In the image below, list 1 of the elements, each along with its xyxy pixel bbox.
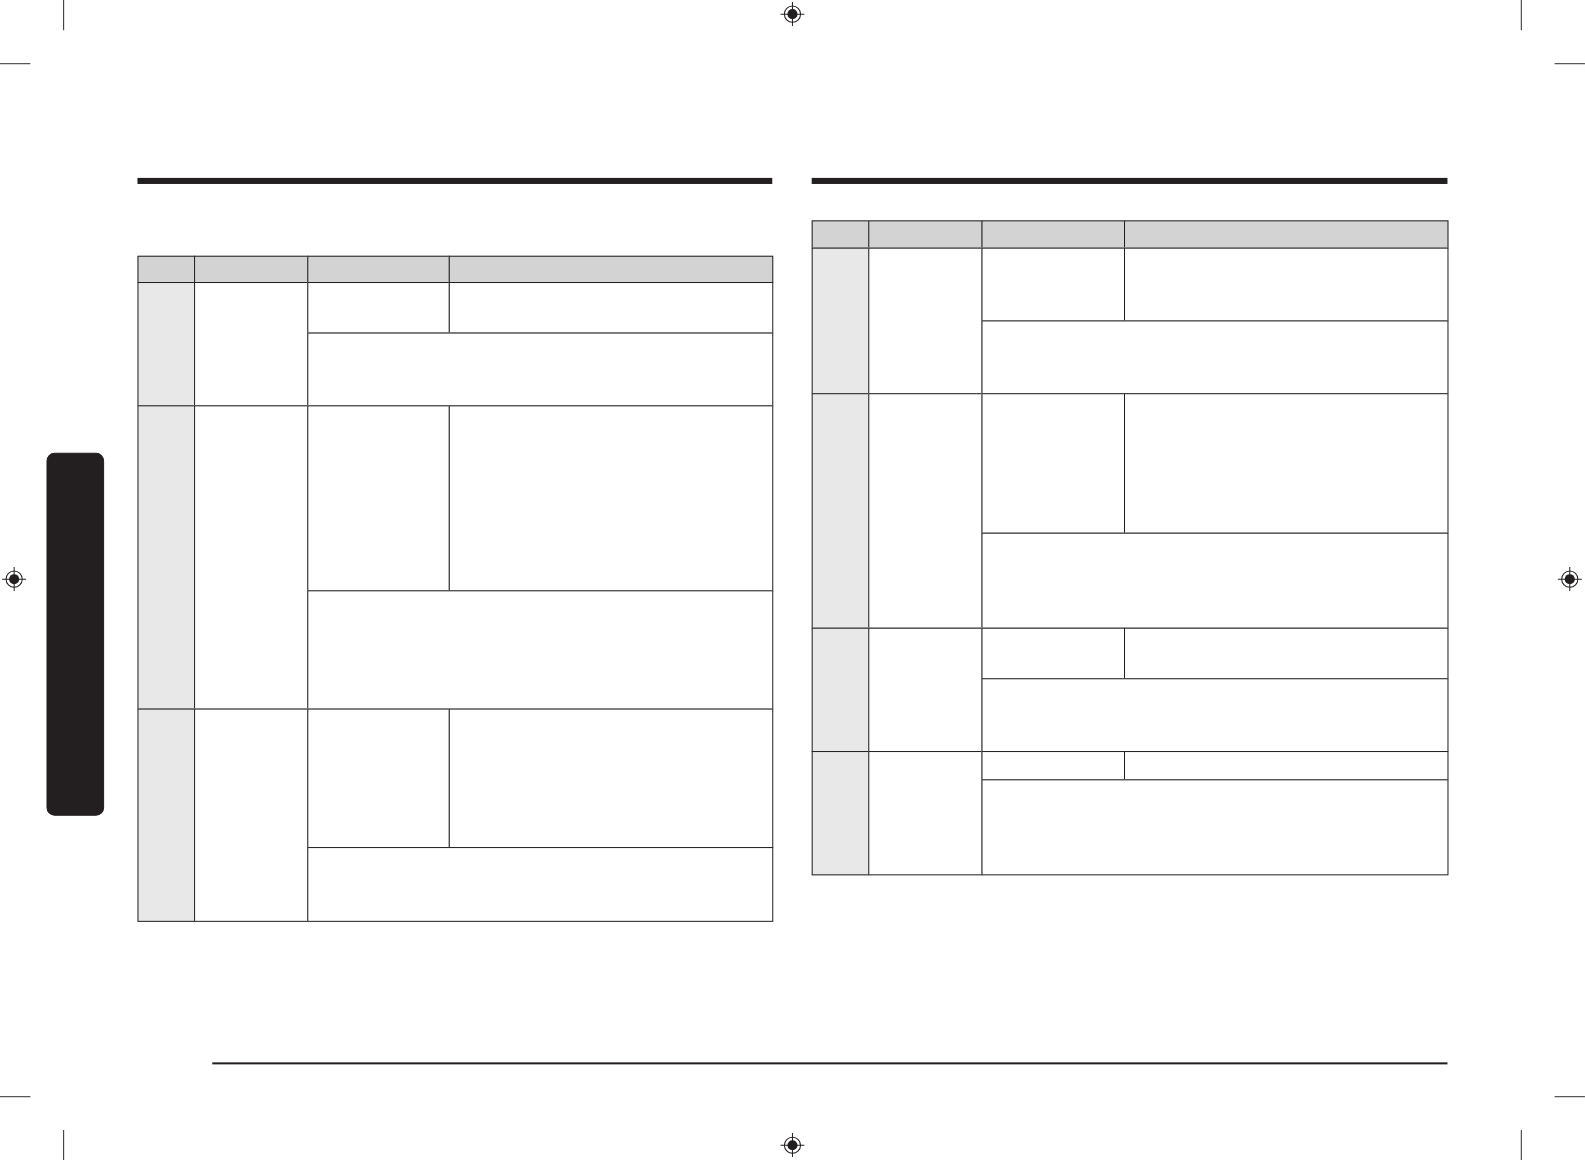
- side-tab: [46, 452, 105, 816]
